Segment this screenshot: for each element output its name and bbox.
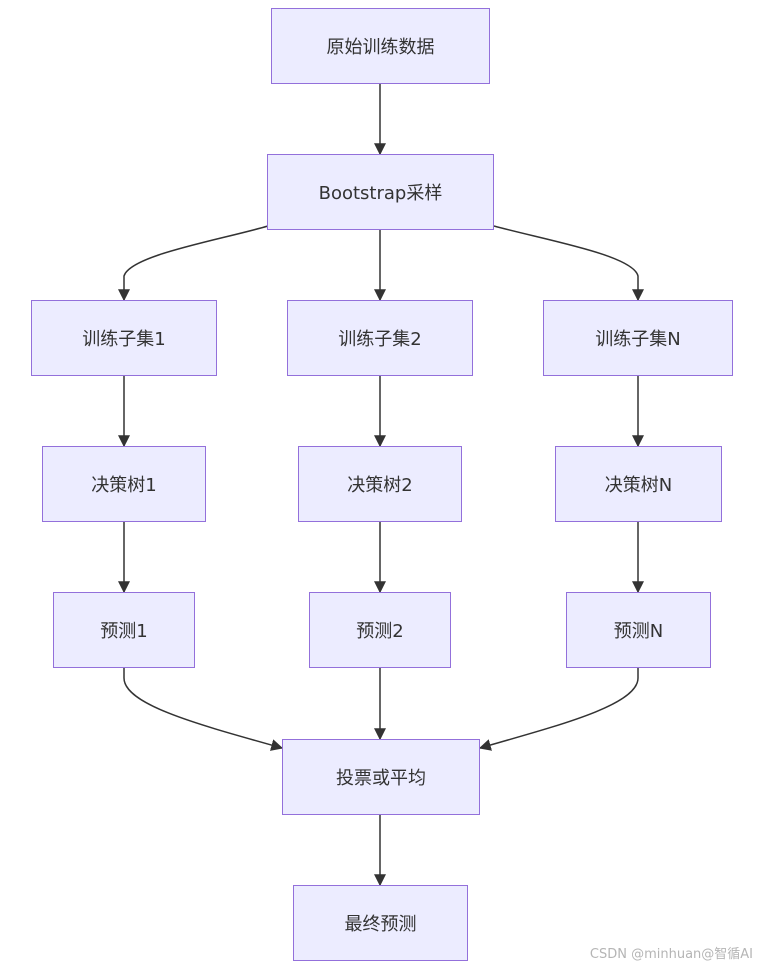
watermark-text: CSDN @minhuan@智循AI <box>589 947 753 962</box>
node-prediction-2: 预测2 <box>309 592 451 668</box>
node-prediction-n: 预测N <box>566 592 711 668</box>
node-decision-tree-2: 决策树2 <box>298 446 462 522</box>
node-raw-training-data: 原始训练数据 <box>271 8 490 84</box>
node-bootstrap-sampling: Bootstrap采样 <box>267 154 494 230</box>
node-decision-tree-n: 决策树N <box>555 446 722 522</box>
node-decision-tree-1: 决策树1 <box>42 446 206 522</box>
edge-pred-1-to-vote <box>123 668 284 751</box>
node-final-prediction: 最终预测 <box>293 885 468 961</box>
edge-pred-n-to-vote <box>478 668 639 751</box>
node-prediction-1: 预测1 <box>53 592 195 668</box>
edge-bootstrap-to-subset-1 <box>118 225 269 302</box>
node-training-subset-1: 训练子集1 <box>31 300 217 376</box>
edge-bootstrap-to-subset-n <box>493 225 644 302</box>
node-training-subset-n: 训练子集N <box>543 300 733 376</box>
node-training-subset-2: 训练子集2 <box>287 300 473 376</box>
node-vote-or-average: 投票或平均 <box>282 739 480 815</box>
